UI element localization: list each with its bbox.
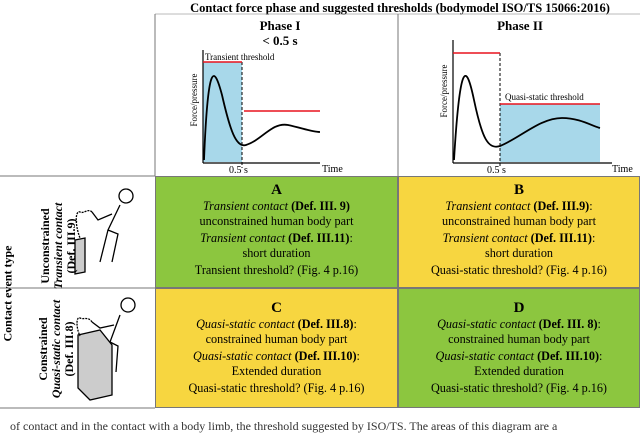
cell-c-line1-def: (Def. III.8) <box>297 317 354 331</box>
cell-b-line3-suffix: : <box>591 231 596 245</box>
phase-2-label: Phase II <box>497 18 543 33</box>
cell-d-line3-suffix: : <box>599 349 603 363</box>
cell-a-letter: A <box>271 182 282 198</box>
phase-2-header: Phase II <box>400 18 640 33</box>
row-unconstrained-ref: (Def. III.9) <box>64 218 78 274</box>
cell-d-line3-italic: Quasi-static contact <box>435 349 535 363</box>
graph-2-ylabel: Force/pressure <box>439 64 449 118</box>
graph-2-xlabel: Time <box>612 164 633 175</box>
figure-1-chain <box>75 209 93 239</box>
cell-b-line1-def: (Def. III.9) <box>533 199 590 213</box>
cell-d-line3-def: (Def. III.10) <box>537 349 600 363</box>
figure-1-body <box>99 204 121 263</box>
cell-c-letter: C <box>271 300 282 316</box>
cell-c-line3-italic: Quasi-static contact <box>193 349 292 363</box>
cell-c-line3-suffix: : <box>356 349 360 363</box>
figure-1-arm <box>91 211 113 221</box>
figure-1-head <box>118 188 134 204</box>
cell-d-line1-suffix: : <box>597 317 601 331</box>
cell-d: D Quasi-static contact (Def. III. 8): co… <box>398 288 640 408</box>
cell-b-letter: B <box>513 182 524 198</box>
graph-1-ylabel: Force/pressure <box>189 73 199 127</box>
cell-b: B Transient contact (Def. III.9): uncons… <box>398 176 640 288</box>
phase-1-label: Phase I <box>259 18 301 33</box>
graph-1-force-curve <box>203 75 321 161</box>
cell-a-line3-def: (Def. III.11) <box>288 231 350 245</box>
cell-a-line1-italic: Transient contact <box>203 199 289 213</box>
graph-2-threshold-label: Quasi-static threshold <box>505 92 584 102</box>
cell-d-line1-def: (Def. III. 8) <box>538 317 598 331</box>
cell-c-line5: Quasi-static threshold? (Fig. 4 p.16) <box>188 381 365 395</box>
cell-d-line1-italic: Quasi-static contact <box>437 317 536 331</box>
graph-2-phase-fill <box>500 104 600 162</box>
cell-b-line4: short duration <box>484 245 554 260</box>
cell-c-line3-def: (Def. III.10) <box>294 349 357 363</box>
cell-a-line1-def: (Def. III. 9) <box>291 199 350 213</box>
graph-1 <box>202 50 321 168</box>
cell-c-line4: Extended duration <box>231 363 322 378</box>
contact-event-type-label: Contact event type <box>0 245 15 342</box>
figure-1-block <box>74 237 86 275</box>
cell-a-line3-italic: Transient contact <box>200 231 286 245</box>
cell-b-line2: unconstrained human body part <box>442 213 596 228</box>
graph-1-threshold-label: Transient threshold <box>205 52 275 62</box>
cell-c-line1-suffix: : <box>353 317 357 331</box>
figure-constrained <box>76 297 136 401</box>
cell-b-line1-italic: Transient contact <box>445 199 531 213</box>
phase-1-header: Phase I < 0.5 s <box>160 18 400 48</box>
figure-2-block <box>77 329 113 401</box>
cell-a: A Transient contact (Def. III. 9) uncons… <box>155 176 398 288</box>
graph-1-phase-fill <box>203 62 242 162</box>
row-label-unconstrained: Unconstrained Transient contact (Def. II… <box>38 196 81 296</box>
graph-1-xlabel: Time <box>322 164 343 175</box>
phase-1-sublabel: < 0.5 s <box>262 33 298 48</box>
cell-d-line4: Extended duration <box>474 363 564 378</box>
cell-d-line5: Quasi-static threshold? (Fig. 4 p.16) <box>430 381 607 395</box>
cell-b-line3-italic: Transient contact <box>442 231 528 245</box>
row-constrained-ref: (Def. III.8) <box>62 321 76 377</box>
figure-2-chain <box>76 317 93 337</box>
graph-2-tick-label: 0.5 s <box>487 165 506 176</box>
graph-2 <box>452 40 612 168</box>
graph-1-tick-label: 0.5 s <box>229 165 248 176</box>
cell-a-line4: short duration <box>242 245 311 260</box>
cell-a-line3-suffix: : <box>349 231 353 245</box>
cell-c: C Quasi-static contact (Def. III.8): con… <box>155 288 398 408</box>
graph-2-force-curve <box>453 74 601 161</box>
figure-2-head <box>120 297 136 313</box>
diagram-title: Contact force phase and suggested thresh… <box>190 1 610 15</box>
cell-a-line5: Transient threshold? (Fig. 4 p.16) <box>194 263 359 277</box>
cell-d-line2: constrained human body part <box>448 331 590 346</box>
row-label-constrained: Constrained Quasi-static contact (Def. I… <box>36 299 79 399</box>
cell-b-line1-suffix: : <box>589 199 593 213</box>
cell-b-line3-def: (Def. III.11) <box>530 231 592 245</box>
cell-a-line2: unconstrained human body part <box>199 213 354 228</box>
cell-b-line5: Quasi-static threshold? (Fig. 4 p.16) <box>430 263 607 277</box>
cell-d-letter: D <box>513 300 525 316</box>
cell-c-line1-italic: Quasi-static contact <box>196 317 295 331</box>
figure-unconstrained <box>74 188 134 275</box>
cell-c-line2: constrained human body part <box>205 331 348 346</box>
figure-2-arm <box>91 321 115 329</box>
